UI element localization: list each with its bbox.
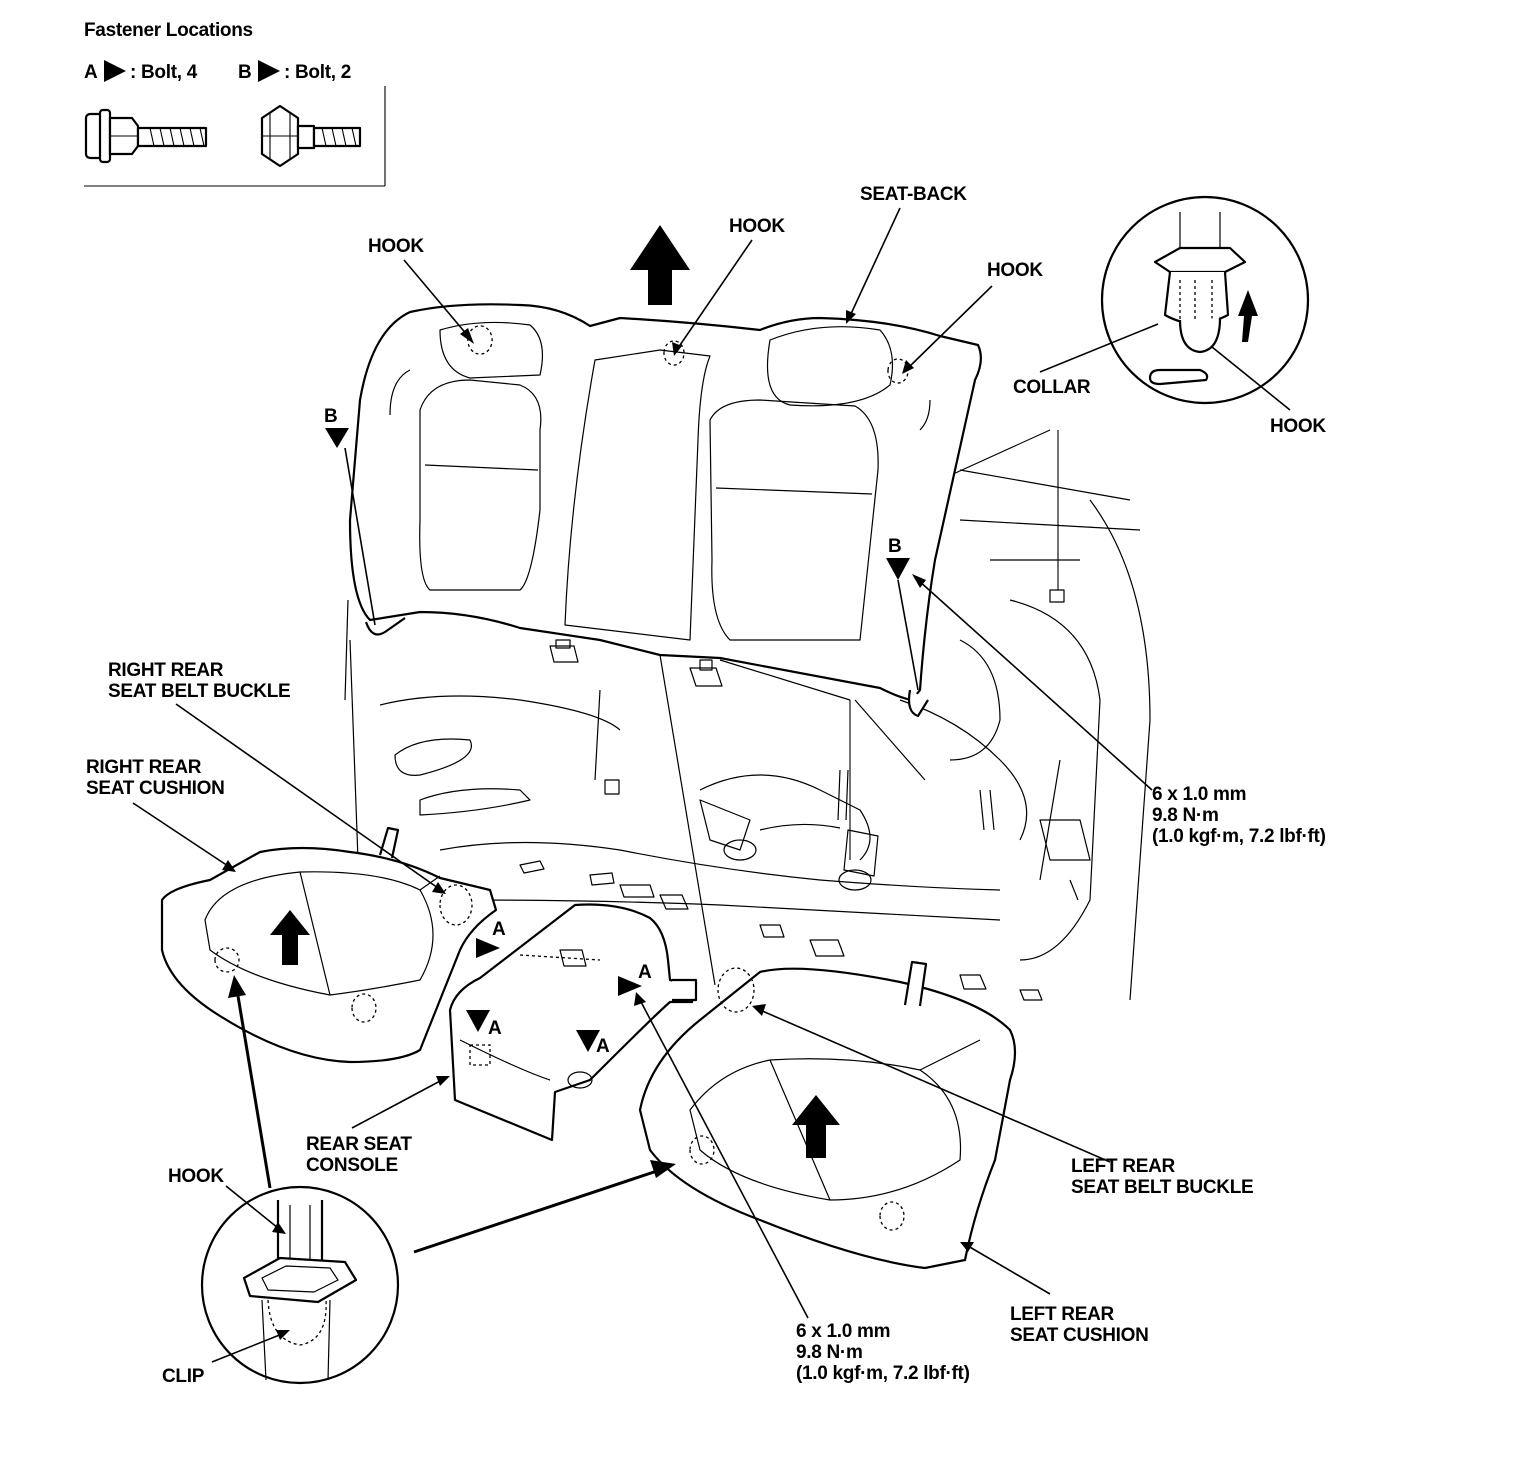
label-torque-lower-line3: (1.0 kgf·m, 7.2 lbf·ft) — [796, 1363, 970, 1384]
label-torque-lower-line1: 6 x 1.0 mm — [796, 1321, 890, 1342]
marker-a4-icon — [576, 1030, 600, 1052]
lift-arrow-icon — [630, 225, 690, 305]
bolt-a-icon — [84, 108, 208, 164]
label-left-buckle-line1: LEFT REAR — [1071, 1156, 1175, 1177]
label-right-cushion-line1: RIGHT REAR — [86, 757, 202, 778]
label-a1: A — [492, 919, 506, 940]
fastener-legend: Fastener Locations A : Bolt, 4 B : Bolt,… — [84, 20, 386, 187]
label-a2: A — [638, 962, 652, 983]
label-torque-lower-line2: 9.8 N·m — [796, 1342, 863, 1363]
label-seat-back: SEAT-BACK — [860, 184, 967, 205]
label-left-buckle-line2: SEAT BELT BUCKLE — [1071, 1177, 1253, 1198]
label-hook-detail-bottom: HOOK — [168, 1166, 224, 1187]
right-rear-seat-cushion — [160, 826, 498, 1064]
label-a3: A — [488, 1018, 502, 1039]
seat-back — [348, 303, 982, 986]
bolt-b-icon — [260, 104, 362, 168]
cushion-lift-arrow-icon — [270, 910, 310, 965]
leader-clip-to-cushion — [413, 1168, 661, 1254]
vehicle-floor — [344, 380, 1151, 1001]
fastener-markers — [325, 428, 910, 1052]
left-cushion-lift-arrow-icon — [792, 1095, 840, 1158]
triangle-b-icon — [258, 60, 280, 82]
label-console-line1: REAR SEAT — [306, 1134, 412, 1155]
marker-a2-icon — [618, 976, 642, 996]
label-a4: A — [596, 1036, 610, 1057]
label-clip: CLIP — [162, 1366, 205, 1387]
left-rear-seat-cushion — [638, 960, 1017, 1270]
label-right-cushion-line2: SEAT CUSHION — [86, 778, 225, 799]
label-collar: COLLAR — [1013, 377, 1091, 398]
label-torque-upper-line3: (1.0 kgf·m, 7.2 lbf·ft) — [1152, 826, 1326, 847]
label-left-cushion-line2: SEAT CUSHION — [1010, 1325, 1149, 1346]
label-right-buckle-line1: RIGHT REAR — [108, 660, 224, 681]
legend-letter-b: B — [238, 62, 251, 83]
triangle-a-icon — [104, 60, 126, 82]
marker-a3-icon — [466, 1010, 490, 1032]
legend-letter-a: A — [84, 62, 98, 83]
leader-clip-to-right-cushion — [235, 989, 272, 1189]
label-right-buckle-line2: SEAT BELT BUCKLE — [108, 681, 290, 702]
hook-clip-detail — [200, 975, 676, 1385]
marker-a1-icon — [476, 938, 500, 958]
collar-hook-detail — [1039, 195, 1310, 411]
rear-seat-console — [448, 903, 698, 1142]
label-hook-detail-top: HOOK — [1270, 416, 1326, 437]
marker-b-right-icon — [886, 558, 910, 580]
label-hook-left: HOOK — [368, 236, 424, 257]
label-torque-upper-line1: 6 x 1.0 mm — [1152, 784, 1246, 805]
label-hook-right: HOOK — [987, 260, 1043, 281]
label-torque-upper-line2: 9.8 N·m — [1152, 805, 1219, 826]
label-hook-center: HOOK — [729, 216, 785, 237]
detail-arrow-icon — [1238, 290, 1258, 342]
label-b-right: B — [888, 536, 901, 557]
marker-b-left-icon — [325, 428, 349, 448]
leader-lines — [132, 207, 1153, 1363]
legend-text-b: : Bolt, 2 — [284, 62, 351, 83]
text-labels: HOOK HOOK SEAT-BACK HOOK COLLAR HOOK B B… — [86, 184, 1327, 1387]
label-left-cushion-line1: LEFT REAR — [1010, 1304, 1114, 1325]
label-console-line2: CONSOLE — [306, 1155, 398, 1176]
legend-text-a: : Bolt, 4 — [130, 62, 198, 83]
legend-title: Fastener Locations — [84, 20, 253, 41]
label-b-left: B — [324, 406, 337, 427]
